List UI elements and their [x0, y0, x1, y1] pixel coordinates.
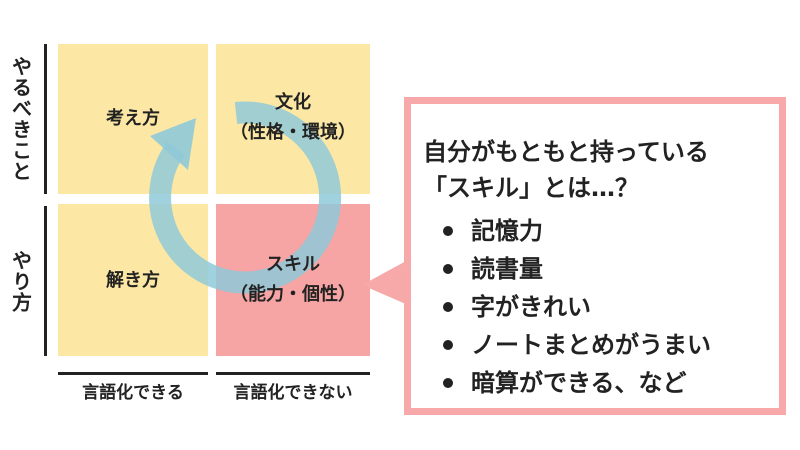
row-label-what-to-do: やるべきこと — [8, 56, 33, 182]
list-item: 記憶力 — [441, 212, 711, 250]
cell-text-skill-title: スキル — [266, 254, 320, 275]
callout-title-line2: 「スキル」とは…？ — [423, 174, 639, 202]
bullet-icon — [443, 302, 453, 312]
list-item-text: 読書量 — [471, 255, 543, 283]
bullet-icon — [443, 340, 453, 350]
callout-title: 自分がもともと持っている 「スキル」とは…？ — [423, 134, 709, 206]
list-item-text: ノートまとめがうまい — [471, 331, 711, 359]
bullet-icon — [443, 378, 453, 388]
cell-bottom-left — [58, 204, 208, 356]
horizontal-axis-left — [58, 372, 208, 375]
list-item-text: 暗算ができる、など — [471, 369, 687, 397]
skill-callout-box: 自分がもともと持っている 「スキル」とは…？ 記憶力 読書量 字がきれい ノート… — [404, 97, 786, 415]
vertical-axis-top — [44, 44, 47, 194]
cell-text-thinking: 考え方 — [106, 108, 160, 129]
column-label-not-verbalizable: 言語化できない — [233, 383, 353, 403]
cell-text-skill-detail: （能力・個性） — [230, 284, 356, 305]
list-item: ノートまとめがうまい — [441, 326, 711, 364]
row-label-how-to: やり方 — [8, 249, 33, 313]
cell-text-culture-title: 文化 — [275, 92, 311, 113]
cell-text-solving: 解き方 — [106, 270, 160, 291]
list-item-text: 記憶力 — [471, 217, 543, 245]
bullet-icon — [443, 226, 453, 236]
cell-text-culture-detail: （性格・環境） — [230, 122, 356, 143]
bullet-icon — [443, 264, 453, 274]
skill-list: 記憶力 読書量 字がきれい ノートまとめがうまい 暗算ができる、など — [441, 212, 711, 402]
vertical-axis-bottom — [44, 206, 47, 356]
horizontal-axis-right — [216, 372, 370, 375]
list-item: 読書量 — [441, 250, 711, 288]
list-item: 字がきれい — [441, 288, 711, 326]
cell-top-left — [58, 44, 208, 194]
column-label-verbalizable: 言語化できる — [82, 383, 184, 403]
callout-title-line1: 自分がもともと持っている — [423, 138, 709, 166]
list-item-text: 字がきれい — [471, 293, 591, 321]
list-item: 暗算ができる、など — [441, 364, 711, 402]
